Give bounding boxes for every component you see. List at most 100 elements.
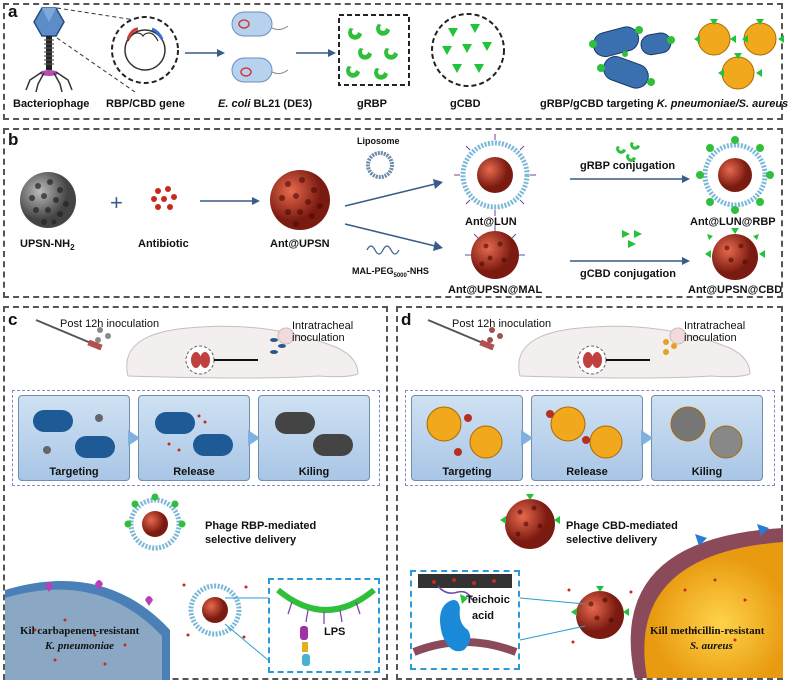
ecoli-illustration	[231, 11, 289, 83]
stage-box-c	[12, 390, 380, 486]
antibiotic-label: Antibiotic	[138, 238, 189, 250]
ant-lun-particle	[454, 134, 536, 216]
panel-b	[3, 128, 783, 298]
ecoli-label: E. coli BL21 (DE3)	[218, 98, 313, 110]
lps-label: LPS	[324, 626, 346, 638]
stage-killing-d-label: Kiling	[691, 466, 723, 478]
intratracheal-c-2: inoculation	[292, 332, 345, 344]
release-d-cells	[546, 406, 623, 459]
intratracheal-d-1: Intratracheal	[684, 320, 746, 332]
grbp-conj-icon	[616, 142, 640, 162]
inset-lines-c	[224, 597, 269, 661]
stage-killing-d: Kiling	[651, 395, 763, 481]
ant-lun-label: Ant@LUN	[465, 216, 517, 228]
intratracheal-c-1: Intratracheal	[292, 320, 354, 332]
gcbd-circle	[431, 13, 505, 87]
ant-lun-rbp-label: Ant@LUN@RBP	[690, 216, 776, 228]
stage-arrows-c	[128, 430, 260, 446]
grbp-box	[338, 14, 410, 86]
binding-particle-d	[567, 586, 633, 644]
arrow-a2	[296, 49, 336, 57]
lps-inset	[268, 578, 380, 673]
delivery-d-1: Phage CBD-mediated	[566, 520, 678, 532]
arrow-b-rbp	[570, 175, 690, 183]
panel-d-label: d	[401, 310, 412, 329]
kill-sa-1: Kill methicillin-resistant	[650, 625, 765, 637]
upsn-label: UPSN-NH2	[20, 238, 75, 253]
post-inoculation-d: Post 12h inoculation	[452, 318, 552, 330]
teichoic-label-2: acid	[472, 610, 495, 622]
antibiotic-dots	[151, 186, 177, 210]
stage-release-d-label: Release	[566, 466, 608, 478]
gene-label: RBP/CBD gene	[106, 98, 185, 110]
intratracheal-d-2: inoculation	[684, 332, 737, 344]
arrow-a1	[185, 49, 225, 57]
delivery-c-1: Phage RBP-mediated	[205, 520, 317, 532]
upsn-particle	[20, 172, 76, 228]
sa-cell-surface	[630, 524, 783, 678]
stage-killing-c: Kiling	[258, 395, 370, 481]
targeting-c-cells	[33, 410, 115, 458]
ant-upsn-cbd-particle	[705, 228, 765, 280]
plus-sign: +	[110, 190, 123, 215]
panel-d	[396, 306, 783, 680]
stage-release-c: Release	[138, 395, 250, 481]
kp-cell-surface	[5, 580, 170, 680]
ant-upsn-cbd-label: Ant@UPSN@CBD	[688, 284, 783, 296]
lps-detail	[276, 587, 376, 666]
ant-upsn-label: Ant@UPSN	[270, 238, 330, 250]
panel-c-label: c	[8, 310, 18, 329]
stage-killing-c-label: Kiling	[298, 466, 330, 478]
stage-box-d	[405, 390, 775, 486]
kill-kp-1: Kil carbapenem-resistant	[20, 625, 140, 637]
grbp-conj-label: gRBP conjugation	[580, 160, 676, 172]
stage-release-d: Release	[531, 395, 643, 481]
arrow-b-down	[344, 223, 443, 251]
post-inoculation-c: Post 12h inoculation	[60, 318, 160, 330]
panel-c	[3, 306, 388, 680]
kp-targeting-illustration	[589, 26, 675, 89]
ant-upsn-mal-label: Ant@UPSN@MAL	[448, 284, 543, 296]
panel-b-label: b	[8, 130, 19, 149]
arrow-b-up	[344, 179, 443, 207]
zoom-lines	[56, 7, 136, 93]
kill-kp-2: K. pneumoniae	[45, 640, 115, 652]
mal-peg-label: MAL-PEG5000-NHS	[352, 266, 429, 279]
liposome-icon	[366, 151, 394, 179]
gcbd-label: gCBD	[450, 98, 481, 110]
targeting-label: gRBP/gCBD targeting K. pneumoniae/S. aur…	[540, 98, 788, 110]
bacteriophage-illustration	[25, 7, 73, 93]
stage-targeting-d: Targeting	[411, 395, 523, 481]
arrow-b1	[200, 197, 260, 205]
delivery-d-2: selective delivery	[566, 534, 658, 546]
teichoic-detail	[412, 574, 518, 656]
teichoic-label-1: Teichoic	[466, 594, 510, 606]
liposome-label: Liposome	[357, 136, 400, 146]
stage-targeting-c: Targeting	[18, 395, 130, 481]
ant-upsn-mal-particle	[465, 225, 525, 279]
sa-targeting-illustration	[694, 19, 784, 90]
teichoic-inset	[410, 570, 520, 670]
killing-d-cells	[670, 406, 743, 459]
kill-sa-2: S. aureus	[690, 640, 733, 652]
gcbd-conj-label: gCBD conjugation	[580, 268, 676, 280]
mal-peg-icon	[366, 245, 400, 255]
killing-c-cells	[275, 412, 353, 456]
upsn-delivery-d	[500, 494, 560, 549]
panel-a-label: a	[8, 2, 18, 21]
ant-upsn-particle	[270, 170, 330, 230]
mouse-illustration-d	[427, 319, 751, 379]
gcbd-conj-icon	[622, 230, 642, 248]
grbp-label: gRBP	[357, 98, 387, 110]
liposome-delivery-c	[124, 493, 186, 551]
gene-circle	[111, 16, 179, 84]
arrow-b-cbd	[570, 257, 690, 265]
mouse-illustration-c	[35, 319, 359, 379]
panel-a	[3, 3, 783, 120]
bacteriophage-label: Bacteriophage	[13, 98, 90, 110]
release-c-cells	[155, 412, 233, 456]
targeting-d-cells	[426, 406, 503, 459]
stage-targeting-d-label: Targeting	[442, 466, 492, 478]
